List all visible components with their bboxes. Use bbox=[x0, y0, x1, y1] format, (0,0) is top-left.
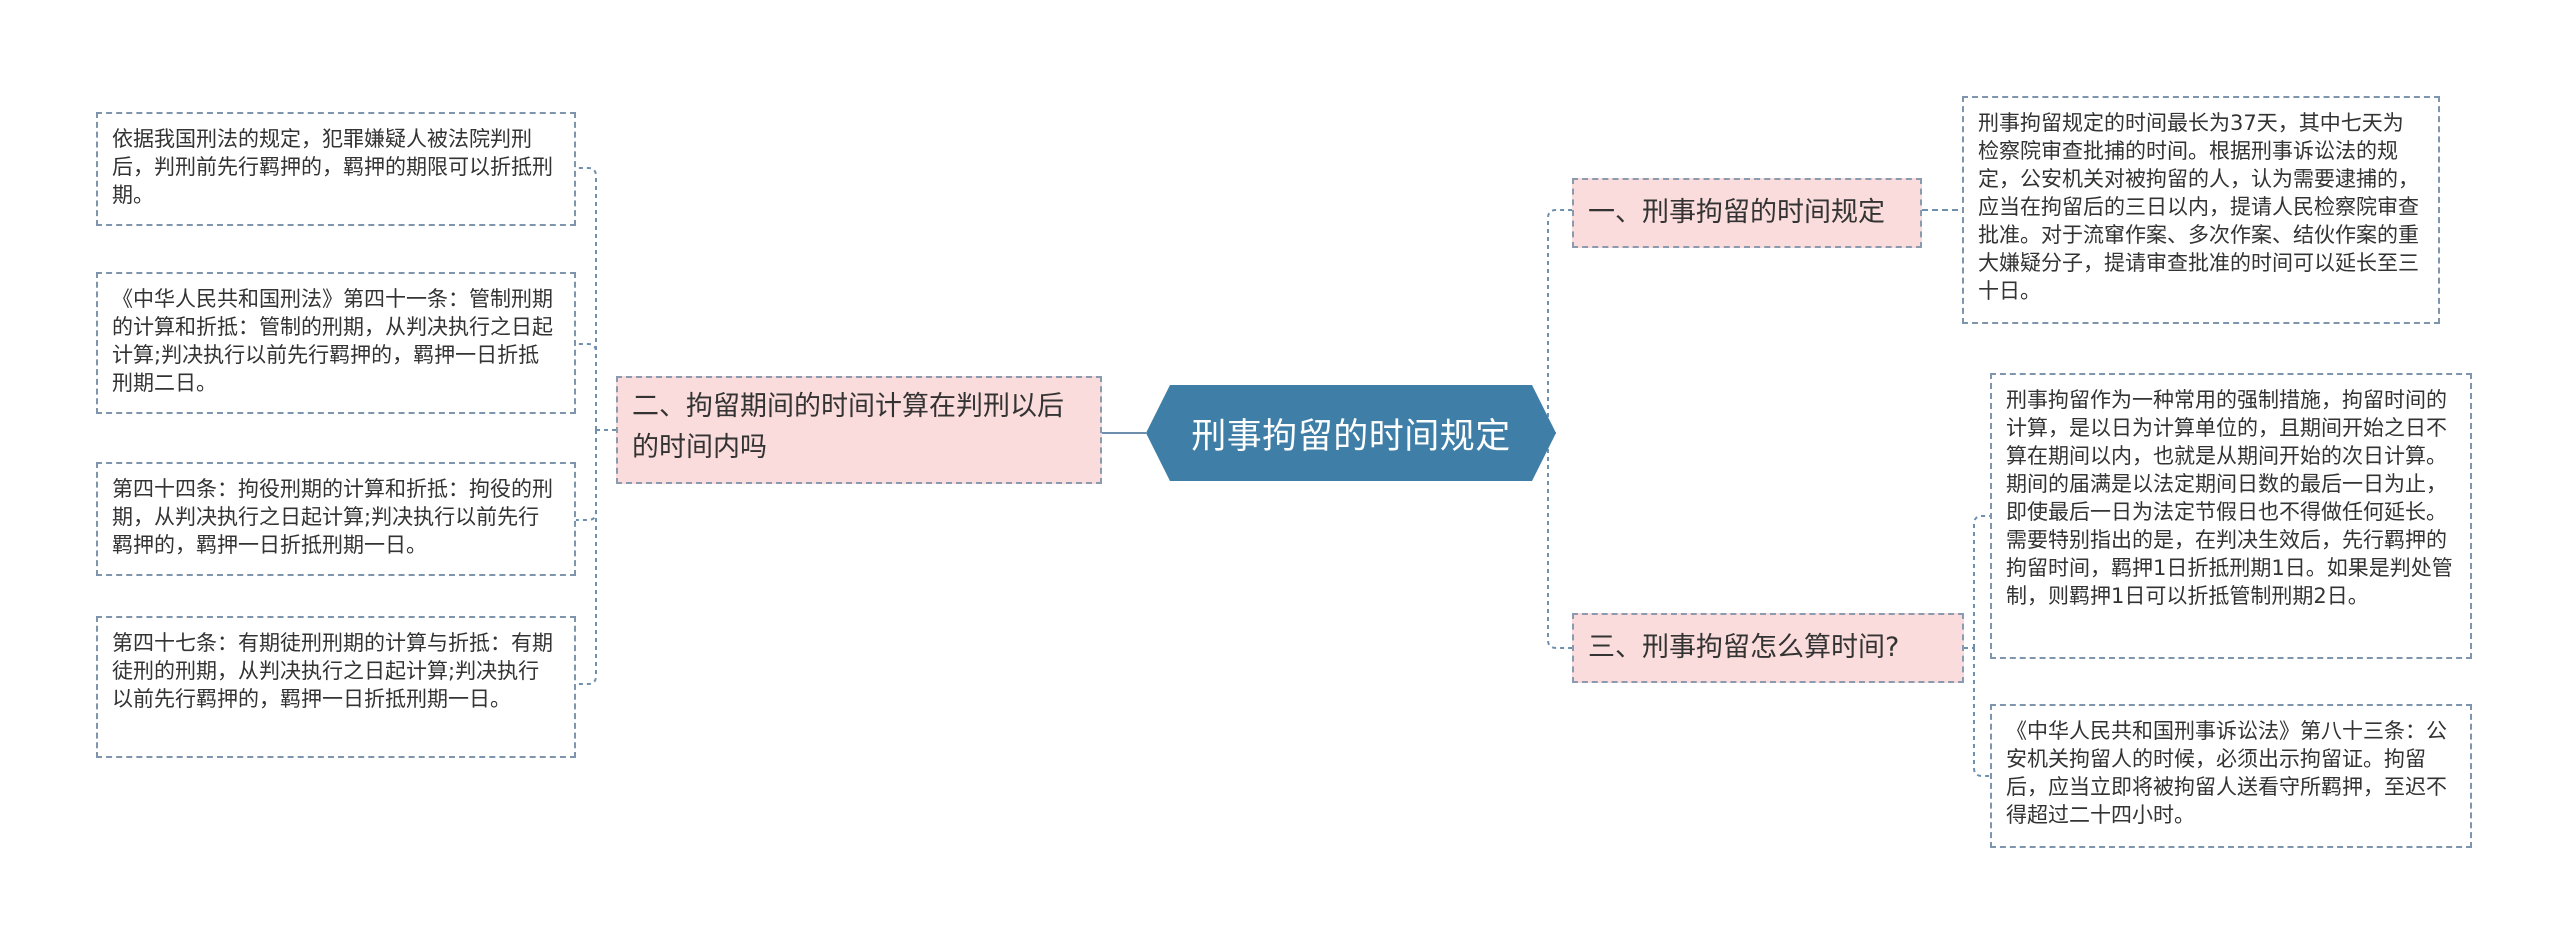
leaf-topic-1-1-text: 刑事拘留规定的时间最长为37天，其中七天为检察院审查批捕的时间。根据刑事诉讼法的… bbox=[1978, 111, 2419, 303]
leaf-topic-3-1-text: 刑事拘留作为一种常用的强制措施，拘留时间的计算，是以日为计算单位的，且期间开始之… bbox=[2006, 388, 2453, 608]
leaf-topic-3-2-text: 《中华人民共和国刑事诉讼法》第八十三条：公安机关拘留人的时候，必须出示拘留证。拘… bbox=[2006, 719, 2447, 827]
leaf-topic-2-2[interactable]: 《中华人民共和国刑法》第四十一条：管制刑期的计算和折抵：管制的刑期，从判决执行之… bbox=[96, 272, 576, 414]
branch-topic-1-label: 一、刑事拘留的时间规定 bbox=[1588, 197, 1885, 228]
connector-branch2-leaf6 bbox=[576, 430, 597, 521]
leaf-topic-3-1[interactable]: 刑事拘留作为一种常用的强制措施，拘留时间的计算，是以日为计算单位的，且期间开始之… bbox=[1990, 373, 2472, 659]
leaf-topic-1-1[interactable]: 刑事拘留规定的时间最长为37天，其中七天为检察院审查批捕的时间。根据刑事诉讼法的… bbox=[1962, 96, 2440, 324]
leaf-topic-2-2-text: 《中华人民共和国刑法》第四十一条：管制刑期的计算和折抵：管制的刑期，从判决执行之… bbox=[112, 287, 553, 395]
connector-branch3-leaf3 bbox=[1973, 648, 1990, 777]
connector-branch2-leaf5 bbox=[576, 343, 597, 430]
leaf-topic-2-1[interactable]: 依据我国刑法的规定，犯罪嫌疑人被法院判刑后，判刑前先行羁押的，羁押的期限可以折抵… bbox=[96, 112, 576, 226]
central-topic-label: 刑事拘留的时间规定 bbox=[1191, 416, 1511, 457]
connector-to-branch-3 bbox=[1547, 433, 1572, 649]
connector-branch3-leaf2 bbox=[1973, 515, 1990, 648]
connector-branch2-leaf4 bbox=[576, 167, 597, 430]
leaf-topic-2-3[interactable]: 第四十四条：拘役刑期的计算和折抵：拘役的刑期，从判决执行之日起计算;判决执行以前… bbox=[96, 462, 576, 576]
connector-to-branch-1 bbox=[1547, 209, 1572, 433]
branch-topic-2[interactable]: 二、拘留期间的时间计算在判刑以后的时间内吗 bbox=[616, 376, 1102, 484]
branch-topic-3[interactable]: 三、刑事拘留怎么算时间? bbox=[1572, 613, 1964, 683]
connector-branch2-leaf7 bbox=[576, 430, 597, 685]
leaf-topic-3-2[interactable]: 《中华人民共和国刑事诉讼法》第八十三条：公安机关拘留人的时候，必须出示拘留证。拘… bbox=[1990, 704, 2472, 848]
leaf-topic-2-4[interactable]: 第四十七条：有期徒刑刑期的计算与折抵：有期徒刑的刑期，从判决执行之日起计算;判决… bbox=[96, 616, 576, 758]
branch-topic-3-label: 三、刑事拘留怎么算时间? bbox=[1588, 632, 1900, 663]
leaf-topic-2-1-text: 依据我国刑法的规定，犯罪嫌疑人被法院判刑后，判刑前先行羁押的，羁押的期限可以折抵… bbox=[112, 127, 553, 207]
branch-topic-2-label: 二、拘留期间的时间计算在判刑以后的时间内吗 bbox=[632, 391, 1064, 463]
leaf-topic-2-4-text: 第四十七条：有期徒刑刑期的计算与折抵：有期徒刑的刑期，从判决执行之日起计算;判决… bbox=[112, 631, 553, 711]
central-topic[interactable]: 刑事拘留的时间规定 bbox=[1146, 385, 1556, 481]
leaf-topic-2-3-text: 第四十四条：拘役刑期的计算和折抵：拘役的刑期，从判决执行之日起计算;判决执行以前… bbox=[112, 477, 553, 557]
branch-topic-1[interactable]: 一、刑事拘留的时间规定 bbox=[1572, 178, 1922, 248]
